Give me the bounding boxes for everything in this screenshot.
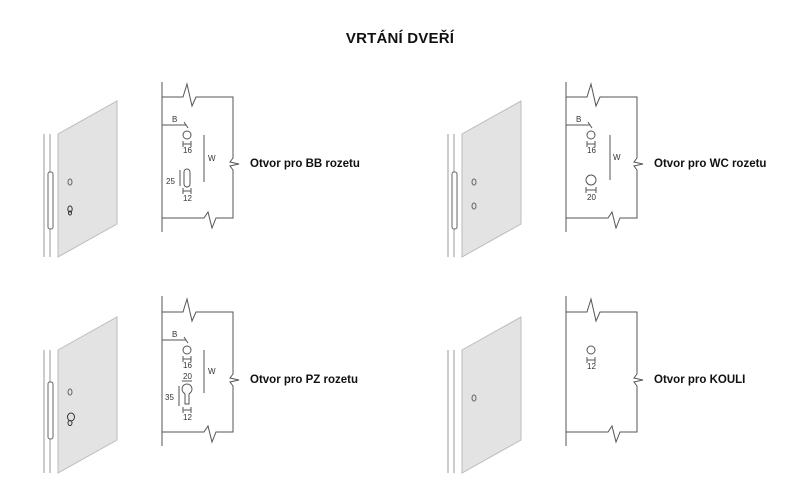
label-kouli: Otvor pro KOULI xyxy=(654,374,746,386)
bb-backset-label: B xyxy=(172,115,177,124)
bb-spacing-label: W xyxy=(208,154,216,163)
wc-bottom-hole-dim: 20 xyxy=(587,193,596,202)
panel-bb-door xyxy=(43,100,118,258)
panel-kouli-door xyxy=(447,316,522,474)
wc-top-hole-dim: 16 xyxy=(587,146,596,155)
panel-wc-section xyxy=(565,82,644,232)
panel-pz-section xyxy=(161,296,240,446)
pz-cyl-height-dim: 35 xyxy=(165,393,174,402)
wc-backset-label: B xyxy=(576,115,581,124)
label-pz-rozeta: Otvor pro PZ rozetu xyxy=(250,374,358,386)
panel-kouli-section xyxy=(565,296,644,446)
pz-top-hole-dim: 16 xyxy=(183,361,192,370)
kouli-hole-dim: 12 xyxy=(587,362,596,371)
bb-bottom-height-dim: 25 xyxy=(166,177,175,186)
label-wc-rozeta: Otvor pro WC rozetu xyxy=(654,158,767,170)
panel-wc-door xyxy=(447,100,522,258)
page-title: VRTÁNÍ DVEŘÍ xyxy=(345,30,455,47)
pz-cyl-bottom-dim: 12 xyxy=(183,413,192,422)
bb-top-hole-dim: 16 xyxy=(183,146,192,155)
pz-cyl-top-dim: 20 xyxy=(183,372,192,381)
label-bb-rozeta: Otvor pro BB rozetu xyxy=(250,158,360,170)
pz-backset-label: B xyxy=(172,330,177,339)
panel-pz-door xyxy=(43,316,118,474)
panel-bb-section xyxy=(161,82,240,232)
pz-spacing-label: W xyxy=(208,367,216,376)
bb-bottom-width-dim: 12 xyxy=(183,194,192,203)
wc-spacing-label: W xyxy=(613,153,621,162)
